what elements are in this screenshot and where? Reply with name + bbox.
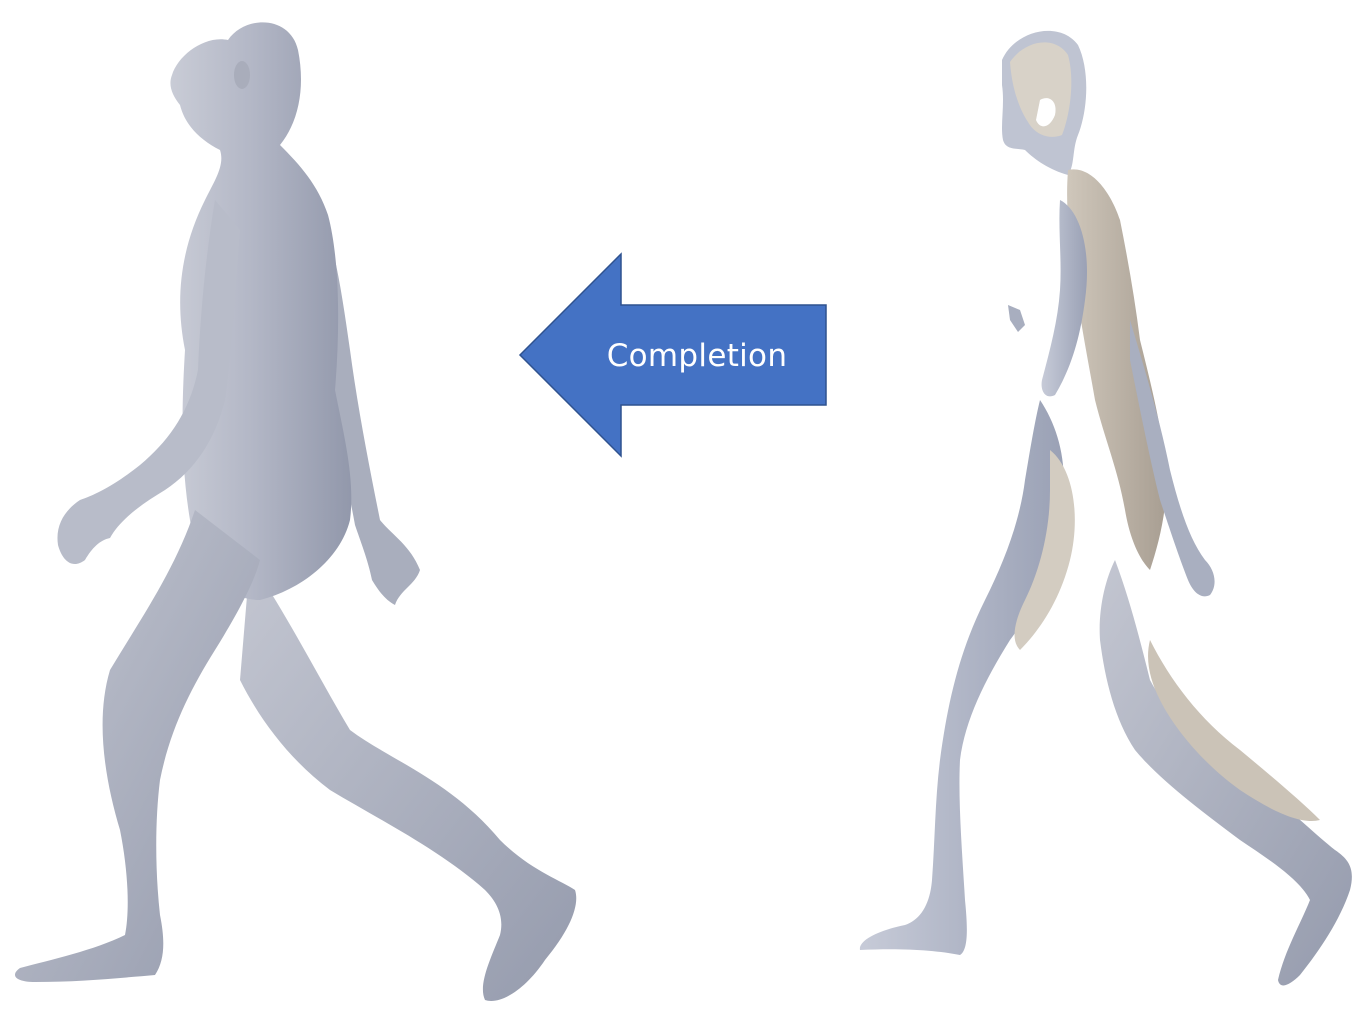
- arrow-label: Completion: [586, 334, 808, 378]
- hand-fragment: [1008, 305, 1025, 332]
- torso-fragment: [1067, 169, 1166, 570]
- front-leg-fragment: [860, 400, 1064, 955]
- chest-fragment: [1042, 200, 1087, 396]
- back-leg: [240, 560, 576, 1001]
- front-leg: [15, 510, 260, 982]
- completed-body-figure: [15, 22, 576, 1001]
- ear: [234, 61, 250, 89]
- partial-scan-figure: [860, 31, 1352, 986]
